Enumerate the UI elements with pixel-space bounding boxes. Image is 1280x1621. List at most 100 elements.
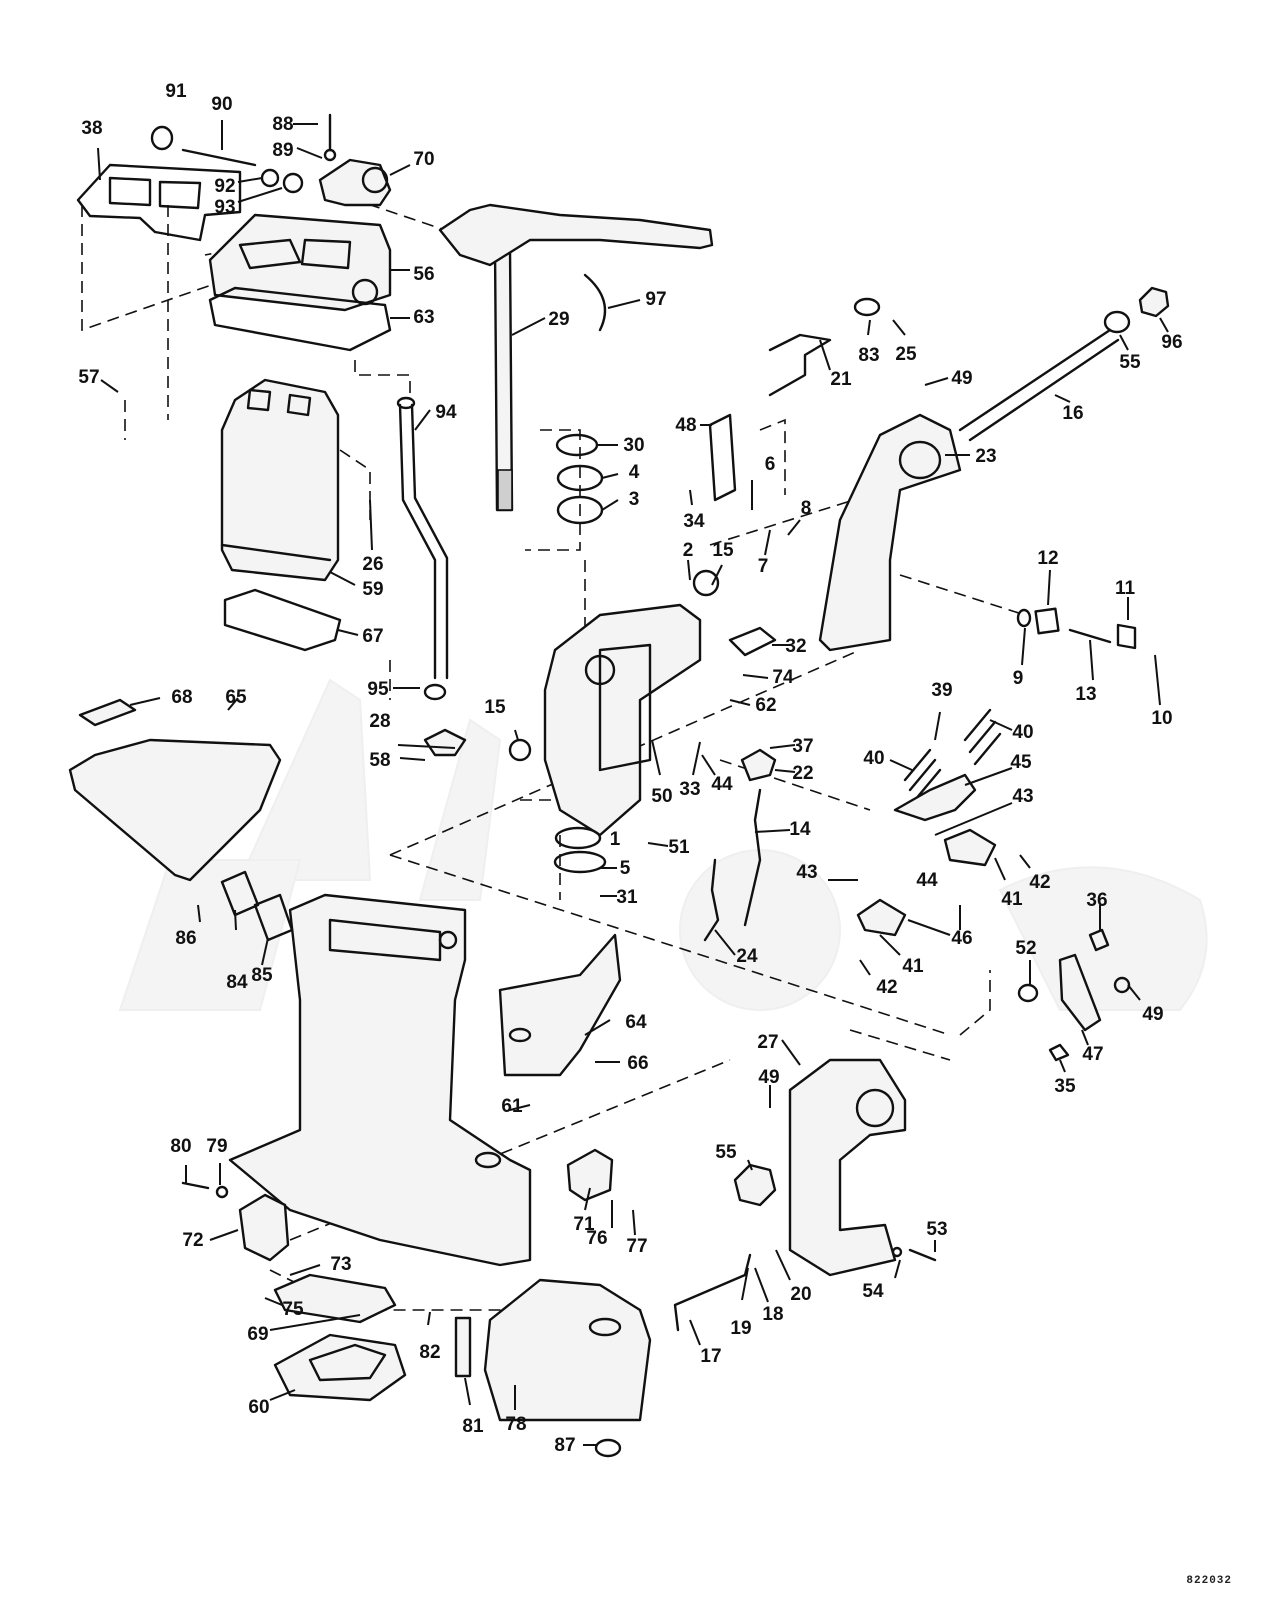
callout-18: 18 (762, 1304, 783, 1325)
callout-96: 96 (1161, 332, 1182, 353)
callout-82: 82 (419, 1342, 440, 1363)
callout-95: 95 (367, 679, 389, 700)
callout-41b: 41 (902, 956, 924, 977)
callout-85: 85 (251, 965, 273, 986)
leader-lines (97, 120, 1169, 1446)
callout-42b: 42 (876, 977, 897, 998)
callout-69: 69 (247, 1324, 268, 1345)
callout-73: 73 (330, 1254, 351, 1275)
callout-51: 51 (668, 837, 690, 858)
callout-27: 27 (757, 1032, 778, 1053)
callout-43a: 43 (1012, 786, 1033, 807)
part-shapes (68, 113, 1170, 1458)
callout-3: 3 (629, 489, 640, 510)
callout-22: 22 (792, 763, 813, 784)
callout-47: 47 (1082, 1044, 1103, 1065)
callout-26: 26 (362, 554, 383, 575)
callout-labels: 1 2 3 4 5 6 7 8 9 10 11 12 13 14 15 15 1… (78, 81, 1182, 1456)
callout-30: 30 (623, 435, 644, 456)
callout-24: 24 (736, 946, 758, 967)
callout-93: 93 (214, 197, 235, 218)
callout-77: 77 (626, 1236, 647, 1257)
callout-45: 45 (1010, 752, 1032, 773)
callout-25: 25 (895, 344, 917, 365)
callout-34: 34 (683, 511, 705, 532)
callout-4: 4 (629, 462, 640, 483)
callout-44a: 44 (711, 774, 733, 795)
callout-44b: 44 (916, 870, 938, 891)
callout-37: 37 (792, 736, 813, 757)
callout-16: 16 (1062, 403, 1083, 424)
callout-60: 60 (248, 1397, 269, 1418)
callout-9: 9 (1013, 668, 1024, 689)
callout-41a: 41 (1001, 889, 1023, 910)
callout-6: 6 (765, 454, 776, 475)
callout-48: 48 (675, 415, 696, 436)
callout-66: 66 (627, 1053, 648, 1074)
callout-35: 35 (1054, 1076, 1076, 1097)
callout-97: 97 (645, 289, 666, 310)
callout-23: 23 (975, 446, 996, 467)
callout-83: 83 (858, 345, 879, 366)
callout-86: 86 (175, 928, 196, 949)
callout-43b: 43 (796, 862, 817, 883)
callout-91: 91 (165, 81, 187, 102)
callout-39: 39 (931, 680, 952, 701)
drawing-number: 822032 (1186, 1575, 1232, 1587)
callout-67: 67 (362, 626, 383, 647)
callout-11: 11 (1115, 578, 1136, 599)
callout-20: 20 (790, 1284, 811, 1305)
callout-52: 52 (1015, 938, 1036, 959)
callout-2: 2 (683, 540, 694, 561)
callout-33: 33 (679, 779, 700, 800)
callout-56: 56 (413, 264, 434, 285)
callout-57: 57 (78, 367, 99, 388)
callout-59: 59 (362, 579, 383, 600)
callout-70: 70 (413, 149, 434, 170)
callout-21: 21 (830, 369, 852, 390)
callout-72: 72 (182, 1230, 203, 1251)
callout-71: 71 (573, 1214, 595, 1235)
callout-40a: 40 (863, 748, 884, 769)
callout-36: 36 (1086, 890, 1107, 911)
callout-61: 61 (501, 1096, 523, 1117)
callout-55b: 55 (715, 1142, 737, 1163)
callout-78: 78 (505, 1414, 526, 1435)
callout-15b: 15 (712, 540, 734, 561)
callout-8: 8 (801, 498, 812, 519)
callout-19: 19 (730, 1318, 751, 1339)
callout-28: 28 (369, 711, 390, 732)
callout-5: 5 (620, 858, 631, 879)
callout-79: 79 (206, 1136, 227, 1157)
callout-50: 50 (651, 786, 672, 807)
callout-46: 46 (951, 928, 972, 949)
callout-53: 53 (926, 1219, 947, 1240)
callout-15a: 15 (484, 697, 506, 718)
callout-49c: 49 (758, 1067, 779, 1088)
callout-54: 54 (862, 1281, 884, 1302)
callout-87: 87 (554, 1435, 575, 1456)
callout-94: 94 (435, 402, 457, 423)
callout-10: 10 (1151, 708, 1172, 729)
callout-90: 90 (211, 94, 232, 115)
callout-76: 76 (586, 1228, 607, 1249)
callout-40b: 40 (1012, 722, 1033, 743)
callout-80: 80 (170, 1136, 191, 1157)
callout-62: 62 (755, 695, 776, 716)
callout-89: 89 (272, 140, 293, 161)
callout-12: 12 (1037, 548, 1058, 569)
callout-49b: 49 (1142, 1004, 1163, 1025)
callout-31: 31 (616, 887, 638, 908)
callout-84: 84 (226, 972, 248, 993)
callout-92: 92 (214, 176, 235, 197)
callout-58: 58 (369, 750, 390, 771)
callout-49a: 49 (951, 368, 972, 389)
callout-65: 65 (225, 687, 247, 708)
callout-42a: 42 (1029, 872, 1050, 893)
callout-68: 68 (171, 687, 192, 708)
callout-38: 38 (81, 118, 102, 139)
callout-81: 81 (462, 1416, 484, 1437)
callout-1: 1 (610, 829, 621, 850)
callout-75: 75 (282, 1299, 304, 1320)
